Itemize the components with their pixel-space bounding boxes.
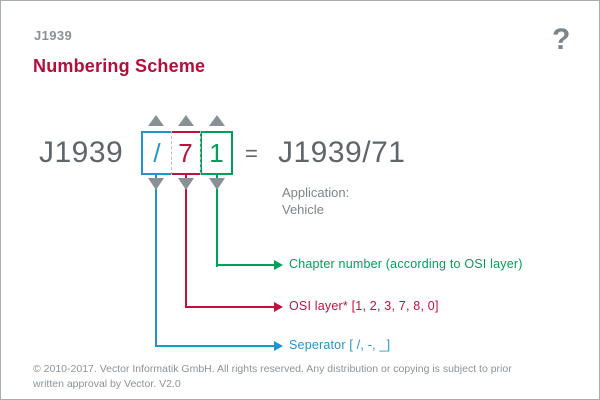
cell-divider-dashed [200,131,201,175]
numbering-cells: / 7 1 [141,131,233,175]
separator-connector-arm [155,345,275,347]
osi-arrowhead-icon [274,302,283,312]
cell-osi-char: 7 [178,137,193,168]
chapter-arrowhead-icon [274,260,283,270]
triangle-up-icon [148,115,164,126]
application-label: Application: [282,185,350,200]
copyright-line-1: © 2010-2017. Vector Informatik GmbH. All… [33,363,512,375]
number-prefix: J1939 [39,136,124,169]
application-value: Vehicle [282,202,324,217]
chapter-eyebrow: J1939 [34,28,73,43]
cell-separator-char: / [153,137,161,168]
copyright-line-2: written approval by Vector. V2.0 [33,377,181,390]
cell-divider-dashed [171,131,172,175]
osi-connector-line [185,175,187,308]
copyright-footer: © 2010-2017. Vector Informatik GmbH. All… [33,362,581,391]
triangle-down-icon [209,178,225,190]
equals-sign: = [245,141,258,166]
triangle-down-icon [148,178,164,190]
callout-chapter-number: Chapter number (according to OSI layer) [289,257,523,271]
separator-arrowhead-icon [274,341,283,351]
separator-connector-line [155,175,157,347]
page-title: Numbering Scheme [33,56,206,76]
chapter-connector-arm [216,264,275,266]
callout-osi-layer: OSI layer* [1, 2, 3, 7, 8, 0] [289,299,439,313]
cell-chapter: 1 [200,131,233,175]
triangle-down-icon [178,178,194,190]
help-icon[interactable]: ? [552,23,571,56]
triangle-up-icon [209,115,225,126]
application-note: Application: Vehicle [282,184,349,218]
result-number: J1939/71 [278,136,406,169]
cell-separator: / [141,131,171,175]
cell-osi-layer: 7 [171,131,200,175]
osi-connector-arm [185,306,275,308]
cell-chapter-char: 1 [209,137,224,168]
callout-separator: Seperator [ /, -, _] [289,338,391,352]
triangle-up-icon [178,115,194,126]
chapter-connector-line [216,175,218,267]
